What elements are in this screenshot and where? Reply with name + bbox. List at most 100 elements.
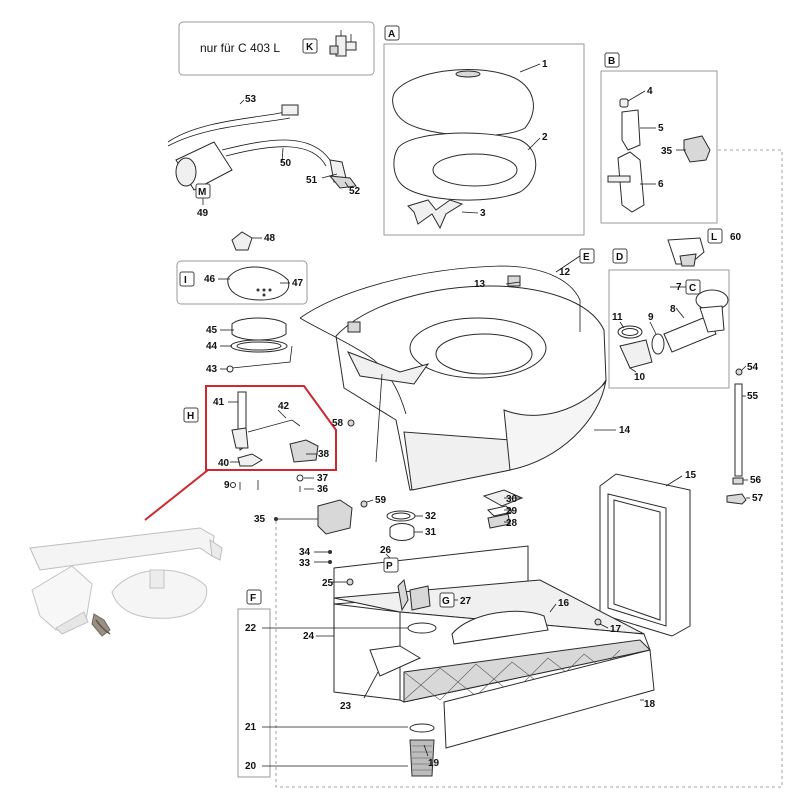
group-b-holder: B 4 5 6 35 <box>600 52 718 224</box>
group-i-cover: I 46 47 <box>176 260 308 305</box>
group-a-seat-lid: A 1 2 3 <box>383 25 585 236</box>
part-25: 25 <box>322 578 334 589</box>
group-label-k: K <box>306 42 314 53</box>
part-23: 23 <box>340 701 352 712</box>
group-label-i: I <box>184 275 187 286</box>
parts-37-36-9: 9 37 36 <box>224 473 329 495</box>
group-m-flush-pump: M 53 50 51 52 49 <box>167 94 361 219</box>
part-21: 21 <box>245 722 257 733</box>
part-31: 31 <box>425 527 437 538</box>
part-13: 13 <box>474 279 486 290</box>
part-18: 18 <box>644 699 656 710</box>
reference-dashed-line <box>275 149 783 788</box>
part-22: 22 <box>245 623 257 634</box>
part-37: 37 <box>317 473 329 484</box>
group-label-a: A <box>388 29 395 40</box>
part-36: 36 <box>317 484 329 495</box>
part-44: 44 <box>206 341 218 352</box>
part-30: 30 <box>506 494 518 505</box>
part-57: 57 <box>752 493 764 504</box>
part-16: 16 <box>558 598 570 609</box>
highlight-frame-h <box>205 385 337 471</box>
part-50: 50 <box>280 158 292 169</box>
highlight-pointer <box>144 469 209 521</box>
part-58: 58 <box>332 418 344 429</box>
part-8: 8 <box>670 304 676 315</box>
part-46: 46 <box>204 274 216 285</box>
part-38: 38 <box>318 449 330 460</box>
part-15: 15 <box>685 470 697 481</box>
group-label-e: E <box>583 252 590 263</box>
group-label-b: B <box>608 56 615 67</box>
group-label-p: P <box>386 561 393 572</box>
part-47: 47 <box>292 278 304 289</box>
part-35a: 35 <box>661 146 673 157</box>
part-12: 12 <box>559 267 571 278</box>
part-15-frame: 15 <box>599 470 697 637</box>
part-2: 2 <box>542 132 548 143</box>
part-52: 52 <box>349 186 361 197</box>
part-45: 45 <box>206 325 218 336</box>
part-35: 35 <box>254 514 266 525</box>
part-28: 28 <box>506 518 518 529</box>
part-5: 5 <box>658 123 664 134</box>
group-e-main-body: E 12 13 14 <box>299 248 631 491</box>
part-20: 20 <box>245 761 257 772</box>
part-9: 9 <box>648 312 654 323</box>
part-42: 42 <box>278 401 290 412</box>
part-60: 60 <box>730 232 742 243</box>
part-3: 3 <box>480 208 486 219</box>
parts-45-44-43-seals: 45 44 43 <box>206 317 293 375</box>
part-26: 26 <box>380 545 392 556</box>
lower-tank-assembly: P G 25 34 33 26 27 16 17 18 19 23 <box>299 545 656 777</box>
part-56: 56 <box>750 475 762 486</box>
note-text: nur für C 403 L <box>200 41 280 55</box>
group-label-c: C <box>689 283 696 294</box>
part-34: 34 <box>299 547 311 558</box>
part-40: 40 <box>218 458 230 469</box>
part-6: 6 <box>658 179 664 190</box>
group-label-m: M <box>198 187 206 198</box>
part-35-holder: 35 <box>254 499 353 535</box>
part-27: 27 <box>460 596 472 607</box>
mechanism-photo <box>29 527 223 637</box>
group-label-f: F <box>250 593 256 604</box>
part-19: 19 <box>428 758 440 769</box>
group-h-mechanism: H 41 42 38 40 <box>183 385 337 471</box>
part-43: 43 <box>206 364 218 375</box>
part-14: 14 <box>619 425 631 436</box>
part-59: 59 <box>375 495 387 506</box>
part-24: 24 <box>303 631 315 642</box>
group-label-l: L <box>711 232 717 243</box>
part-29: 29 <box>506 506 518 517</box>
parts-54-57-rod: 54 55 56 57 <box>726 362 764 505</box>
part-53: 53 <box>245 94 257 105</box>
part-1: 1 <box>542 59 548 70</box>
part-51: 51 <box>306 175 318 186</box>
part-48-knob: 48 <box>231 231 276 251</box>
part-55: 55 <box>747 391 759 402</box>
valve-k-drawing <box>329 30 357 57</box>
group-label-g: G <box>442 596 450 607</box>
part-9b: 9 <box>224 480 230 491</box>
parts-28-32-small: 59 32 31 30 29 28 <box>360 489 524 541</box>
group-l-cap: L 60 <box>667 228 742 267</box>
group-f-seals: F 22 21 20 24 <box>237 589 408 778</box>
part-10: 10 <box>634 372 646 383</box>
part-7: 7 <box>676 282 682 293</box>
group-label-h: H <box>187 411 194 422</box>
part-33: 33 <box>299 558 311 569</box>
part-4: 4 <box>647 86 653 97</box>
group-d-drain-valve: D C 7 8 9 11 10 <box>608 248 730 389</box>
part-17: 17 <box>610 624 622 635</box>
part-58-screw: 58 <box>332 418 355 429</box>
part-54: 54 <box>747 362 759 373</box>
note-box-c403l: nur für C 403 L K <box>178 21 375 76</box>
group-label-d: D <box>616 252 623 263</box>
part-11: 11 <box>612 312 623 323</box>
part-49: 49 <box>197 208 209 219</box>
part-41: 41 <box>213 397 225 408</box>
part-32: 32 <box>425 511 437 522</box>
part-48: 48 <box>264 233 276 244</box>
